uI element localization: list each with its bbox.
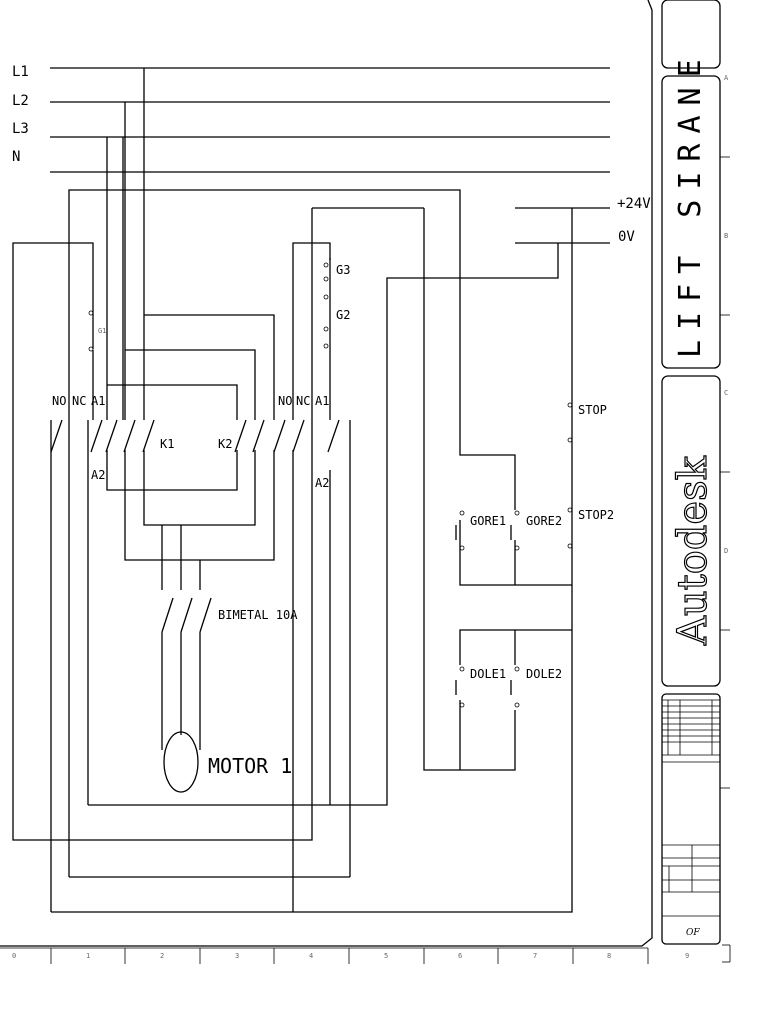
sheet-number: OF [686, 928, 700, 938]
supply-bus: L1 L2 L3 N [12, 64, 610, 173]
k1-a1-label: A1 [91, 394, 105, 408]
drawing-border [0, 0, 731, 963]
bus-label-l2: L2 [12, 93, 29, 109]
switch-label-g1: G1 [98, 327, 106, 335]
k2-a2-label: A2 [315, 476, 329, 490]
bimetal-overload: BIMETAL 10A [161, 597, 298, 750]
grid-number: 3 [235, 952, 239, 960]
limit-switches: G1 G3 G2 [88, 258, 350, 352]
stop-switches: STOP STOP2 [567, 402, 614, 549]
contact-symbols [50, 419, 340, 470]
grid-number: 7 [533, 952, 537, 960]
dc-supply: +24V 0V [515, 196, 651, 245]
k2-label: K2 [218, 437, 232, 451]
motor-label: MOTOR 1 [208, 754, 292, 778]
row-letter: C [724, 389, 728, 397]
contactor-k1: NO NC A1 A2 K1 [52, 394, 174, 482]
title-block: LIFT SIRANE Autodesk OF [661, 0, 721, 945]
k1-nc-label: NC [72, 394, 86, 408]
contactor-k2: NO NC A1 A2 K2 [218, 394, 329, 490]
bus-label-l1: L1 [12, 64, 29, 80]
motor: MOTOR 1 [163, 731, 292, 793]
bimetal-label: BIMETAL 10A [218, 608, 298, 622]
row-letter: B [724, 232, 728, 240]
switch-label-stop: STOP [578, 403, 607, 417]
k1-no-label: NO [52, 394, 66, 408]
row-grid: A B C D [720, 74, 730, 789]
button-label-gore2: GORE2 [526, 514, 562, 528]
k1-label: K1 [160, 437, 174, 451]
button-label-dole2: DOLE2 [526, 667, 562, 681]
grid-number: 9 [685, 952, 689, 960]
project-title: LIFT SIRANE [673, 49, 708, 358]
switch-label-stop2: STOP2 [578, 508, 614, 522]
grid-number: 2 [160, 952, 164, 960]
bus-label-n: N [12, 149, 20, 165]
row-letter: A [724, 74, 729, 82]
wiring [12, 68, 573, 913]
k1-a2-label: A2 [91, 468, 105, 482]
autodesk-logo: Autodesk [670, 455, 716, 646]
grid-number: 1 [86, 952, 90, 960]
column-grid: 0 1 2 3 4 5 6 7 8 9 [12, 948, 689, 964]
grid-number: 8 [607, 952, 611, 960]
k2-nc-label: NC [296, 394, 310, 408]
switch-label-g2: G2 [336, 308, 350, 322]
button-label-gore1: GORE1 [470, 514, 506, 528]
label-plus24v: +24V [617, 196, 651, 212]
k2-a1-label: A1 [315, 394, 329, 408]
grid-number: 5 [384, 952, 388, 960]
grid-number: 6 [458, 952, 462, 960]
push-buttons: GORE1 GORE2 DOLE1 DOLE2 [455, 510, 562, 708]
label-0v: 0V [618, 229, 635, 245]
grid-number: 0 [12, 952, 16, 960]
grid-number: 4 [309, 952, 313, 960]
k2-no-label: NO [278, 394, 292, 408]
bus-label-l3: L3 [12, 121, 29, 137]
switch-label-g3: G3 [336, 263, 350, 277]
row-letter: D [724, 547, 728, 555]
button-label-dole1: DOLE1 [470, 667, 506, 681]
